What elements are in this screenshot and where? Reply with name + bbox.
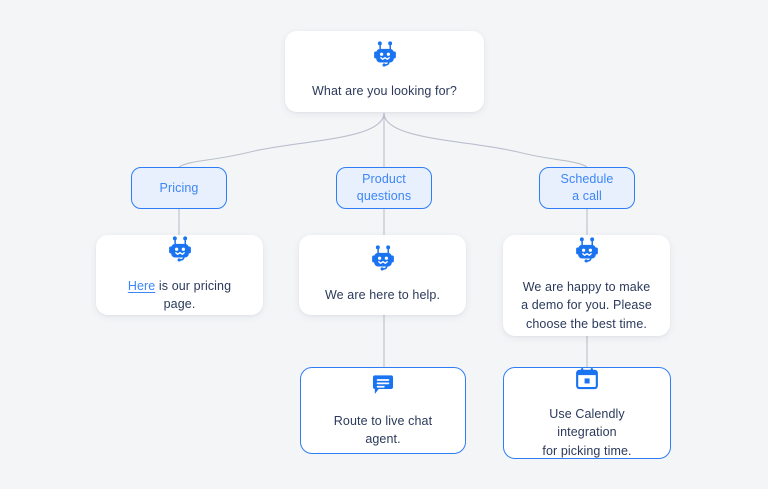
reply-card-schedule-a-call[interactable]: We are happy to make a demo for you. Ple… (503, 235, 670, 336)
action-text-line1: Use Calendly integration (549, 407, 625, 440)
action-card-live-chat[interactable]: Route to live chat agent. (300, 367, 466, 454)
reply-card-product-questions[interactable]: We are here to help. (299, 235, 466, 315)
reply-text-pricing-rest: is our pricing page. (155, 278, 232, 311)
option-button-schedule-a-call[interactable]: Schedule a call (539, 167, 635, 209)
reply-card-pricing[interactable]: Here is our pricing page. (96, 235, 263, 315)
pricing-page-link[interactable]: Here (127, 278, 156, 293)
reply-text-line3: choose the best time. (526, 316, 647, 331)
option-label-line2: questions (356, 189, 412, 203)
reply-text-line2: a demo for you. Please (521, 298, 652, 313)
reply-text-pricing: Here is our pricing page. (112, 277, 247, 313)
option-label-schedule-a-call: Schedule a call (561, 171, 614, 205)
reply-text-line1: We are happy to make (522, 280, 651, 295)
robot-headset-icon (572, 236, 602, 266)
action-text-live-chat: Route to live chat agent. (333, 413, 433, 446)
option-button-product-questions[interactable]: Product questions (336, 167, 432, 209)
chat-bubble-icon (370, 373, 396, 399)
robot-headset-icon (370, 40, 400, 70)
option-label-product-questions: Product questions (357, 171, 411, 205)
root-question-text: What are you looking for? (312, 84, 457, 99)
root-question-card[interactable]: What are you looking for? (285, 31, 484, 112)
robot-headset-icon (368, 244, 398, 274)
action-card-calendly[interactable]: Use Calendly integration for picking tim… (503, 367, 671, 459)
calendar-icon (574, 366, 600, 392)
option-label-line1: Product (362, 172, 406, 187)
robot-headset-icon (165, 235, 195, 265)
option-button-pricing[interactable]: Pricing (131, 167, 227, 209)
reply-text-product-questions: We are here to help. (324, 287, 441, 302)
option-label-line2: a call (572, 189, 602, 203)
option-label-pricing: Pricing (159, 180, 199, 195)
action-text-calendly: Use Calendly integration for picking tim… (520, 405, 654, 459)
option-label-line1: Schedule (560, 172, 614, 187)
action-text-line2: for picking time. (542, 443, 632, 458)
reply-text-schedule-a-call: We are happy to make a demo for you. Ple… (521, 278, 652, 332)
